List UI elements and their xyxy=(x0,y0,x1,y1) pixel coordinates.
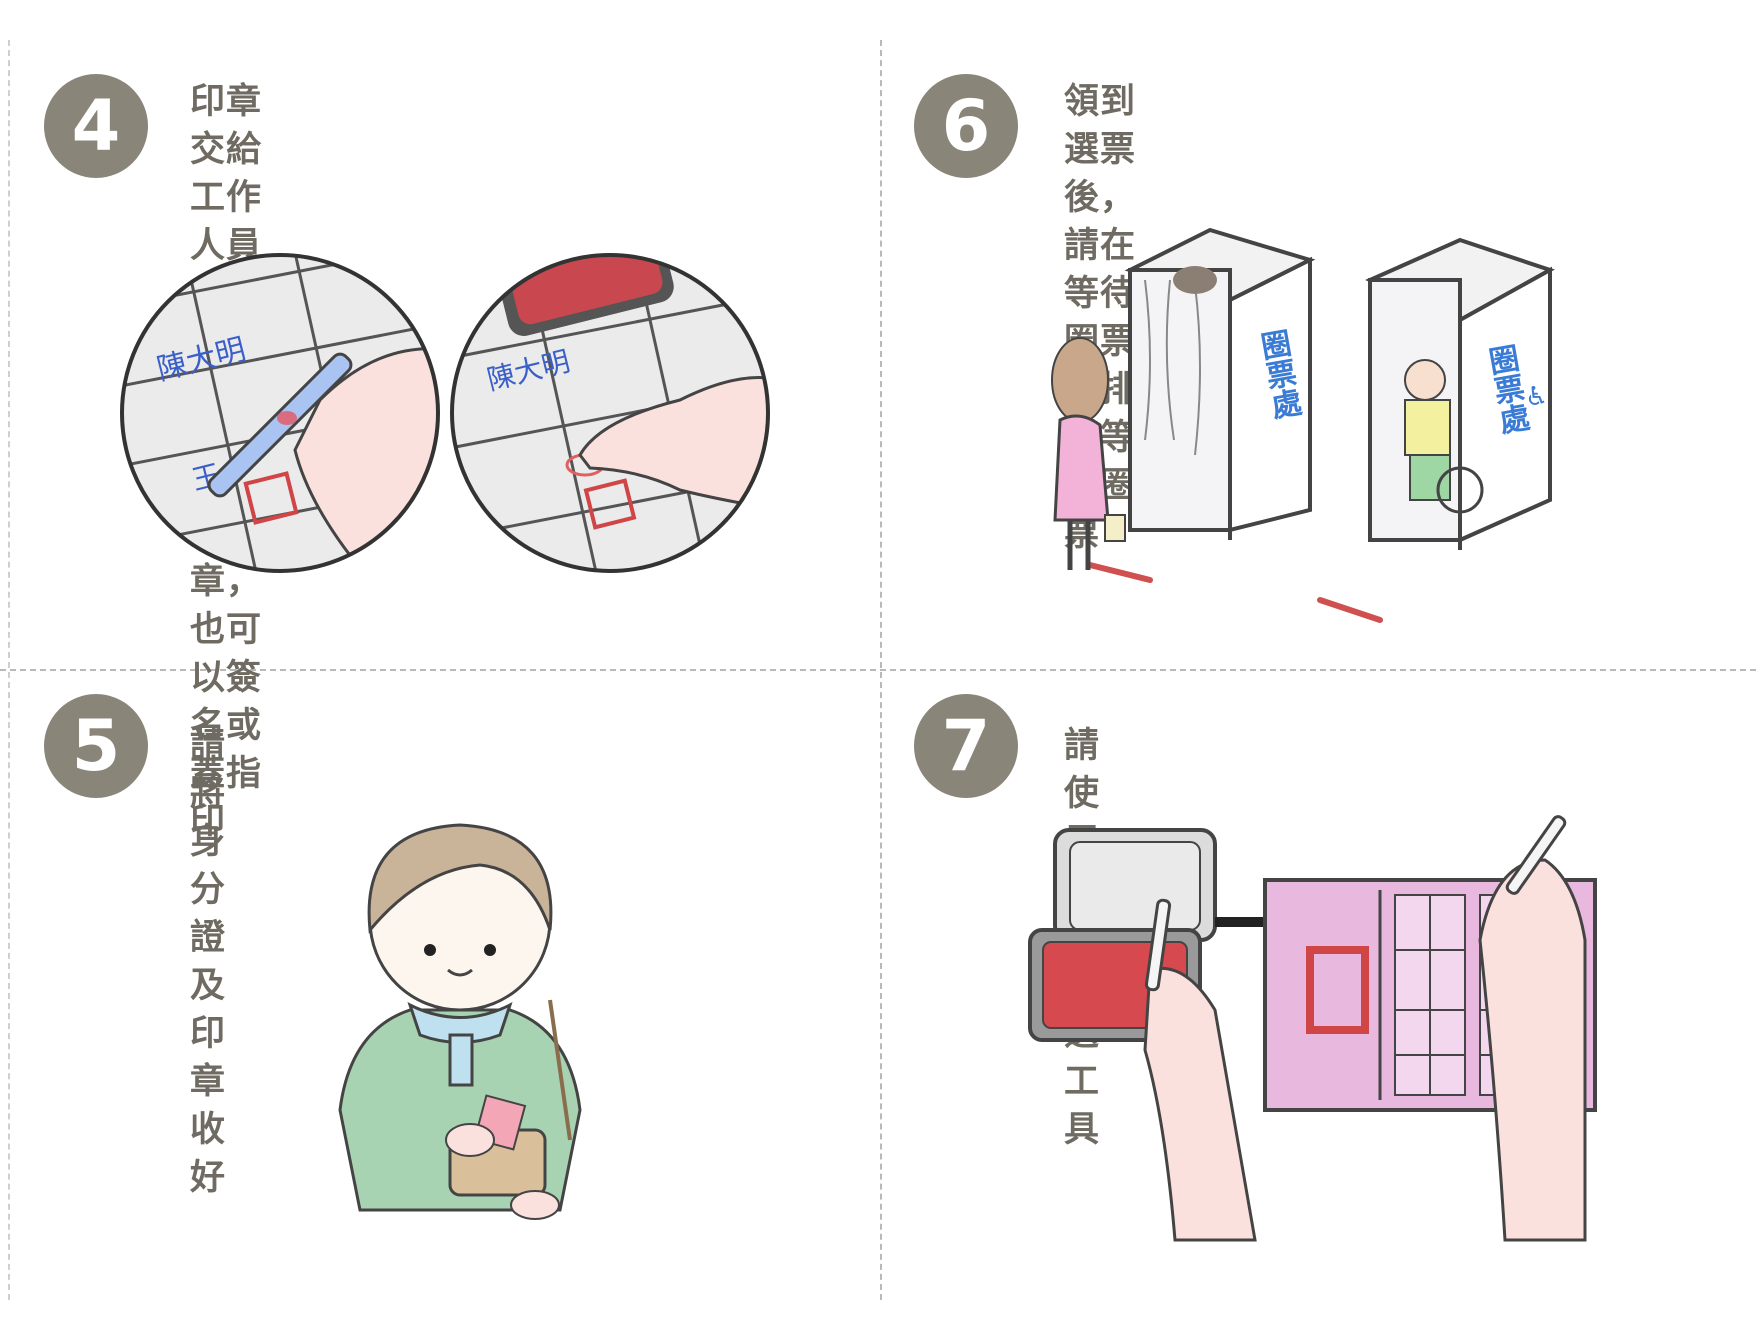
seal-stamp xyxy=(243,471,299,525)
person-storing-id-illustration xyxy=(338,823,582,1220)
step-number-badge: 6 xyxy=(914,74,1018,178)
register-stamping-illustration: 陳大明 王小 陳大明 xyxy=(120,253,770,573)
step-number-badge: 4 xyxy=(44,74,148,178)
step-number-badge: 5 xyxy=(44,694,148,798)
step-instruction: 領到選票後， 請在等待圈票線排隊等候圈票 xyxy=(1064,82,1137,554)
accessibility-icon: ♿ xyxy=(1525,382,1548,412)
voting-booth-queue-illustration: 圈票處 圈票處 ♿ xyxy=(1051,227,1555,623)
white-voting-tool-illustration xyxy=(1028,815,1597,1242)
step-number-badge: 7 xyxy=(914,694,1018,798)
horizontal-divider xyxy=(0,669,1756,671)
step-instruction: 請將身分證及印章收好 xyxy=(190,726,227,1198)
